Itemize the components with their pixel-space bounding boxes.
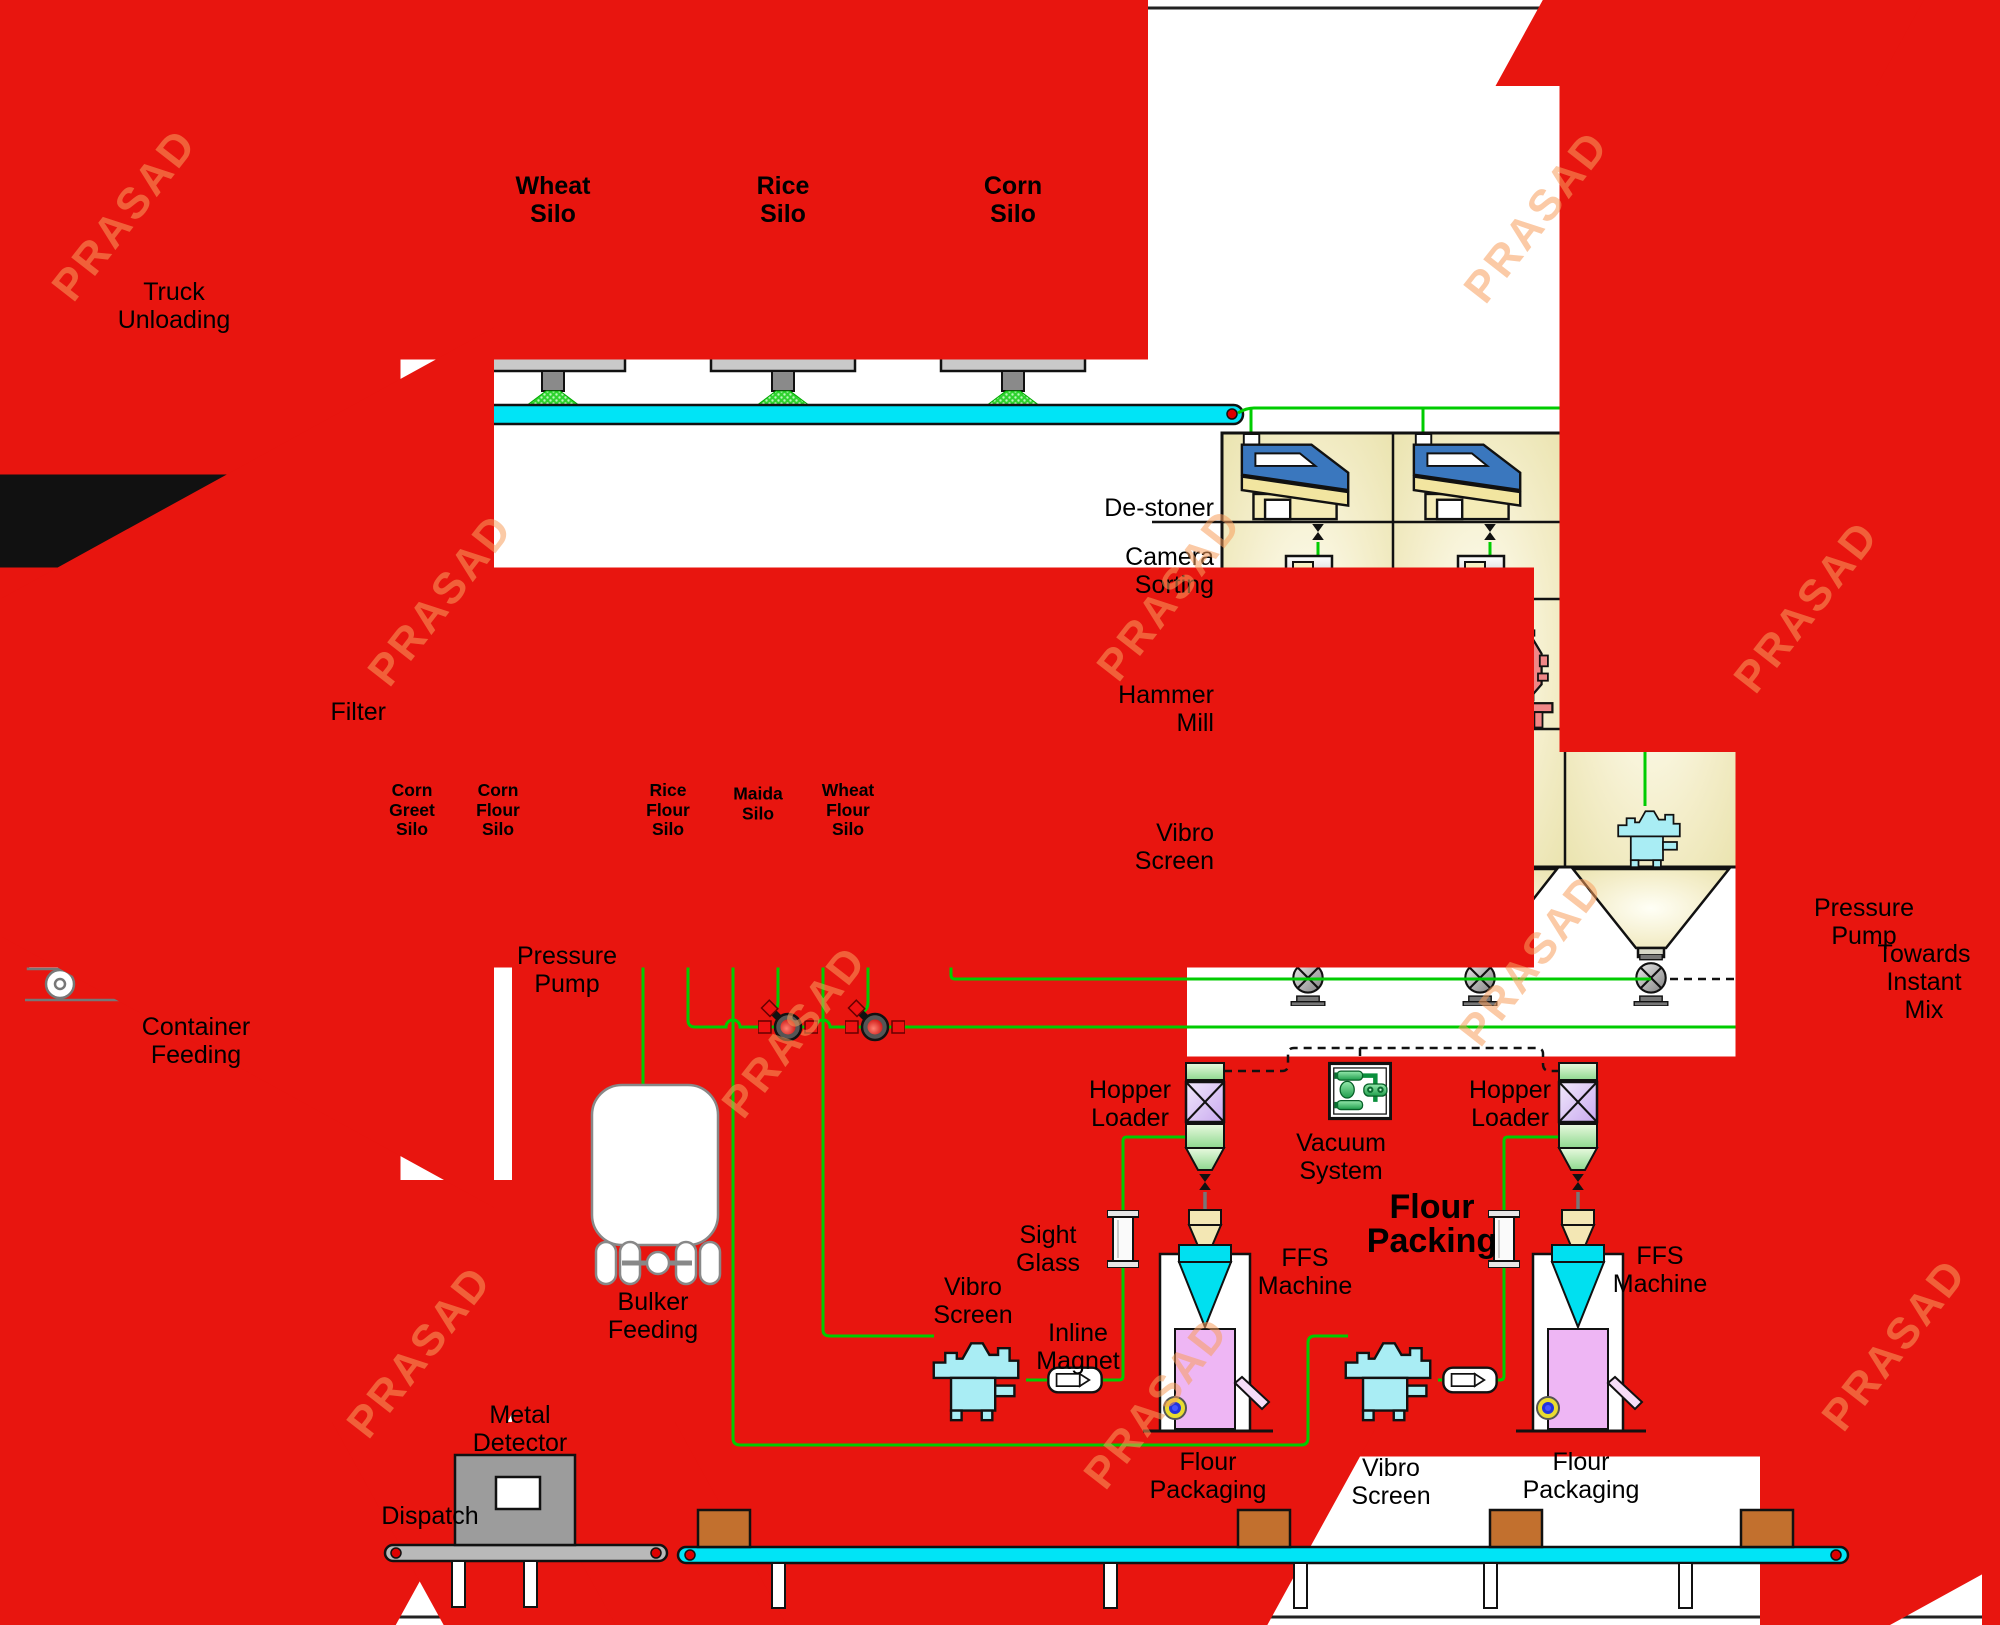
label-dispatch: Dispatch	[381, 1502, 479, 1530]
label-vibro-screen-pack-2: Vibro Screen	[1351, 1454, 1431, 1510]
label-filter: Filter	[330, 698, 386, 726]
label-flour-packing: Flour Packing	[1366, 1188, 1498, 1260]
label-vibro-screen-row: Vibro Screen	[1134, 819, 1214, 875]
label-hopper-loader-1: Hopper Loader	[1089, 1076, 1171, 1132]
label-hammer-mill: Hammer Mill	[1118, 681, 1214, 737]
label-hopper-loader-2: Hopper Loader	[1469, 1076, 1551, 1132]
label-destoner: De-stoner	[1104, 494, 1214, 522]
label-rice-flour-silo: Rice Flour Silo	[646, 779, 690, 839]
packing-conveyor	[0, 327, 1850, 1609]
label-camera-sorting: Camera Sorting	[1125, 543, 1214, 599]
label-corn-silo: Corn Silo	[983, 172, 1043, 228]
label-maida-silo: Maida Silo	[733, 783, 783, 823]
label-metal-detector: Metal Detector	[472, 1401, 568, 1457]
bulker-tanker	[590, 1083, 722, 1286]
label-flour-packaging-1: Flour Packaging	[1149, 1448, 1267, 1504]
label-vibro-screen-pack-1: Vibro Screen	[933, 1273, 1013, 1329]
label-pressure-pump-left: Pressure Pump	[516, 942, 618, 998]
label-rice-silo: Rice Silo	[756, 172, 810, 228]
vacuum-system-pump	[1329, 1063, 1390, 1118]
label-inline-magnet: Inline Magnet	[1036, 1319, 1120, 1375]
label-wheat-silo: Wheat Silo	[515, 172, 591, 228]
label-vacuum-system: Vacuum System	[1296, 1129, 1386, 1185]
flour-bag-cartons	[696, 1508, 1795, 1549]
label-truck-unloading: Truck Unloading	[117, 278, 231, 334]
label-pressure-pump-right: Pressure Pump	[1813, 894, 1915, 950]
label-flour-packaging-2: Flour Packaging	[1522, 1448, 1640, 1504]
label-towards-instant-mix: Towards Instant Mix	[1877, 940, 1971, 1024]
label-ffs-machine-2: FFS Machine	[1612, 1242, 1708, 1298]
label-corn-flour-silo: Corn Flour Silo	[476, 779, 520, 839]
packing-line-1	[1143, 1062, 1273, 1433]
inline-magnet-2	[1442, 1366, 1498, 1394]
label-sight-glass: Sight Glass	[1016, 1221, 1080, 1277]
label-wheat-flour-silo: Wheat Flour Silo	[821, 779, 875, 839]
label-ffs-machine-1: FFS Machine	[1257, 1244, 1353, 1300]
label-corn-greet-silo: Corn Greet Silo	[389, 779, 435, 839]
metal-detector	[453, 1453, 577, 1547]
vacuum-circuit-dashed	[1224, 1046, 1559, 1073]
label-container-feeding: Container Feeding	[141, 1013, 251, 1069]
packing-line-2	[1516, 1062, 1646, 1433]
label-bulker-feeding: Bulker Feeding	[607, 1288, 699, 1344]
cleaning-feed-pipe	[1237, 406, 1596, 434]
